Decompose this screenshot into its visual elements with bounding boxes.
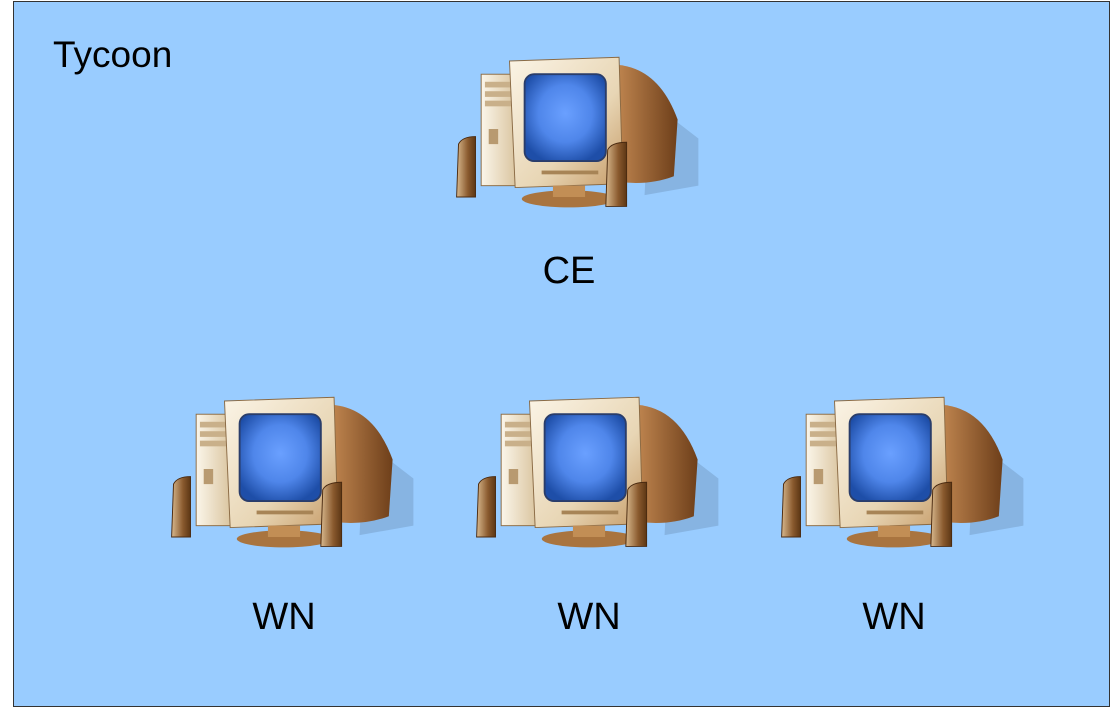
node-wn: WN	[139, 384, 429, 654]
node-ce: CE	[424, 44, 714, 314]
diagram-canvas: Tycoon CE WN WN WN	[13, 1, 1110, 707]
desktop-computer-icon	[170, 396, 415, 549]
node-wn: WN	[444, 384, 734, 654]
node-wn: WN	[749, 384, 1039, 654]
desktop-computer-icon	[475, 396, 720, 549]
node-label: WN	[252, 596, 316, 638]
node-label: WN	[557, 596, 621, 638]
diagram-title: Tycoon	[53, 34, 173, 75]
desktop-computer-icon	[455, 56, 700, 209]
desktop-computer-icon	[780, 396, 1025, 549]
node-label: CE	[542, 250, 596, 292]
node-label: WN	[862, 596, 926, 638]
